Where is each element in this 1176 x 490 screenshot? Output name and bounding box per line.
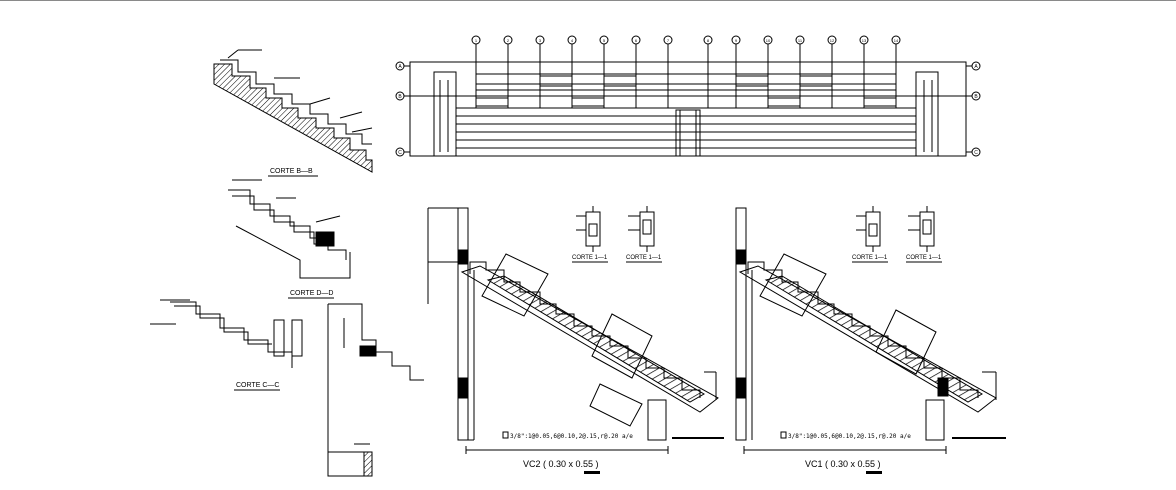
vc2-note-box xyxy=(502,431,509,439)
corte-1-1-b-title: CORTE 1—1 xyxy=(626,255,662,261)
plan-view xyxy=(409,61,967,157)
axis-label-3: 3 xyxy=(539,38,542,43)
vc1-title-bar xyxy=(866,471,882,474)
plan-row-axis-labels: A A B B C C xyxy=(398,64,978,156)
plan-row-axes xyxy=(395,61,981,157)
vc1-note-box xyxy=(780,431,787,439)
wall-detail xyxy=(327,303,424,477)
axis-label-10: 10 xyxy=(766,38,771,43)
beam-vc2-elevation xyxy=(427,207,724,454)
axis-label-6: 6 xyxy=(635,38,638,43)
axis-label-2: 2 xyxy=(507,38,510,43)
vc1-stirrup-note: 3/8":1@0.05,6@0.10,2@.15,r@.20 a/e xyxy=(788,433,911,440)
axis-label-12: 12 xyxy=(830,38,835,43)
vc2-title: VC2 ( 0.30 x 0.55 ) xyxy=(523,459,599,469)
stair-section-b xyxy=(213,49,373,173)
corte-1-1-a-title: CORTE 1—1 xyxy=(572,255,608,261)
stair-section-c xyxy=(150,299,303,368)
axis-label-14: 14 xyxy=(894,38,899,43)
axis-label-a-left: A xyxy=(398,64,402,70)
corte-1-1-d-title: CORTE 1—1 xyxy=(906,255,942,261)
axis-label-a-right: A xyxy=(974,64,978,70)
corte-1-1-c-title: CORTE 1—1 xyxy=(852,255,888,261)
axis-label-b-right: B xyxy=(974,94,978,100)
axis-label-7: 7 xyxy=(667,38,670,43)
axis-label-13: 13 xyxy=(862,38,867,43)
axis-label-11: 11 xyxy=(798,38,803,43)
section-1-1-vc1 xyxy=(856,206,935,252)
axis-label-4: 4 xyxy=(571,38,574,43)
axis-label-1: 1 xyxy=(475,38,478,43)
section-1-1-vc2 xyxy=(576,206,655,252)
vc2-title-bar xyxy=(584,471,600,474)
axis-label-c-left: C xyxy=(398,150,402,156)
axis-label-b-left: B xyxy=(398,94,402,100)
vc2-stirrup-note: 3/8":1@0.05,6@0.10,2@.15,r@.20 a/e xyxy=(510,433,633,440)
corte-b-title: CORTE B—B xyxy=(270,168,313,175)
axis-label-5: 5 xyxy=(603,38,606,43)
beam-vc1-elevation xyxy=(735,207,1006,454)
corte-c-title: CORTE C—C xyxy=(236,382,279,389)
corte-d-title: CORTE D—D xyxy=(290,290,333,297)
vc1-title: VC1 ( 0.30 x 0.55 ) xyxy=(805,459,881,469)
axis-label-c-right: C xyxy=(974,150,978,156)
axis-label-9: 9 xyxy=(735,38,738,43)
plan-column-axis-labels: 1 2 3 4 5 6 7 8 9 10 11 12 13 14 xyxy=(475,38,899,43)
stair-section-d xyxy=(228,179,351,279)
plan-column-axes xyxy=(471,35,901,62)
axis-label-8: 8 xyxy=(707,38,710,43)
